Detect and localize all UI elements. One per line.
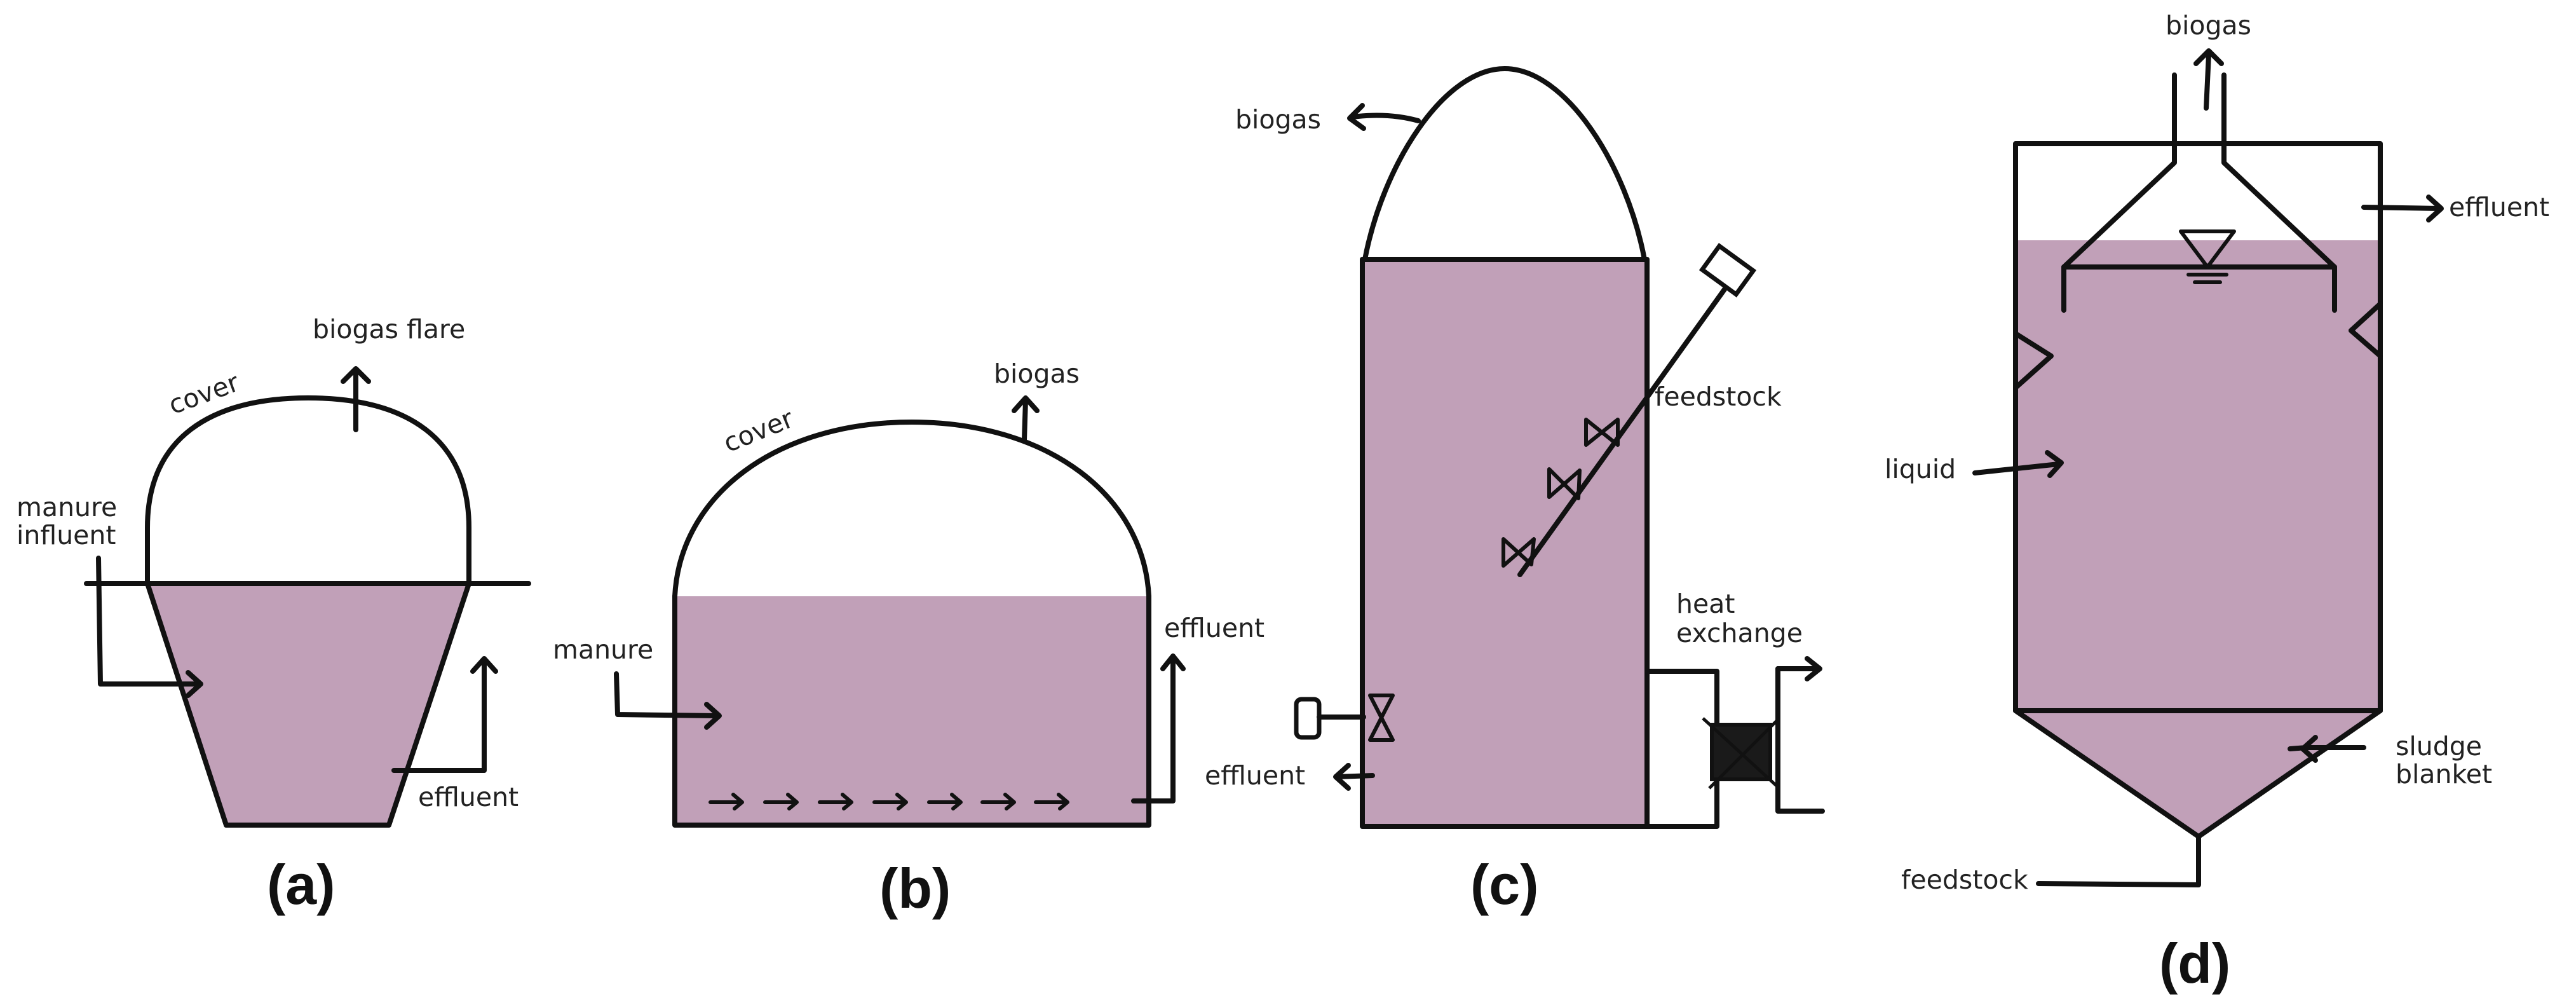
panel-b-cover xyxy=(672,420,1151,599)
panel-b-effluent-arrow xyxy=(1131,656,1176,803)
panel-c-heat-pipe-out xyxy=(1775,666,1825,814)
panel-c-heat-exchanger-hatch xyxy=(1702,717,1780,790)
panel-d: biogas effluent liquid sludge blanket fe… xyxy=(1885,10,2549,995)
panel-d-vessel xyxy=(2013,141,2383,839)
panel-a-biogas-flare-label: biogas flare xyxy=(313,314,465,345)
panel-c-heat-label: heat xyxy=(1676,589,1735,619)
panel-b-manure-arrow xyxy=(614,671,719,718)
panel-a-manure-label: manure xyxy=(17,492,117,523)
flow-arrow xyxy=(872,793,908,810)
panel-a-manure-arrow xyxy=(96,556,201,687)
panel-b-flow-arrows xyxy=(708,793,1069,810)
panel-b-manure-arrowhead xyxy=(704,702,722,730)
panel-d-liquid-arrow xyxy=(1972,461,2061,475)
panel-b-effluent-arrowhead xyxy=(1160,653,1186,671)
flow-arrow xyxy=(927,793,963,810)
panel-b-biogas-arrowhead xyxy=(1012,395,1040,413)
panel-a-label: (a) xyxy=(267,853,336,916)
panel-b-tank xyxy=(672,594,1151,828)
panel-c-effluent-arrowhead xyxy=(1333,763,1351,791)
panel-d-effluent-label: effluent xyxy=(2449,192,2549,222)
panel-d-effluent-arrowhead xyxy=(2426,195,2444,222)
flow-arrow xyxy=(1034,793,1069,810)
panel-c-tank xyxy=(1360,257,1650,829)
panel-c-exchange-label: exchange xyxy=(1676,618,1803,648)
panel-a: biogas flare cover manure influent efflu… xyxy=(17,314,531,916)
panel-c-pump xyxy=(1294,697,1322,740)
panel-b-biogas-arrow xyxy=(1022,398,1028,442)
panel-b-manure-label: manure xyxy=(553,634,653,665)
panel-d-label: (d) xyxy=(2159,932,2230,995)
flow-arrow xyxy=(708,793,744,810)
panel-d-biogas-arrowhead xyxy=(2193,48,2224,66)
panel-d-level-symbol xyxy=(2179,229,2236,269)
impeller xyxy=(1547,467,1582,500)
flow-arrow xyxy=(980,793,1016,810)
panel-b-liquid xyxy=(675,596,1149,825)
panel-c-biogas-arrow xyxy=(1350,113,1421,123)
panel-a-liquid xyxy=(147,584,469,825)
panel-b-cover-label: cover xyxy=(719,403,798,458)
panel-c-valve xyxy=(1368,694,1395,742)
flow-arrow xyxy=(818,793,853,810)
flow-arrow xyxy=(763,793,799,810)
impeller xyxy=(1502,537,1536,568)
impeller xyxy=(1584,418,1620,447)
panel-a-influent-label: influent xyxy=(17,520,116,550)
panel-c: biogas feedstock heat exchange effluent … xyxy=(1205,66,1825,916)
panel-a-tank-walls xyxy=(145,581,471,828)
panel-b-label: (b) xyxy=(879,857,951,920)
panel-d-liquid-arrowhead xyxy=(2045,450,2064,478)
panel-d-liquid-label: liquid xyxy=(1885,454,1956,484)
panel-d-sludge-label: sludge xyxy=(2396,731,2482,762)
panel-d-level-lines xyxy=(2186,273,2228,284)
panel-d-feedstock-pipe xyxy=(2036,834,2201,887)
panel-d-deflector-left xyxy=(2013,332,2054,390)
panel-c-agitator-motor xyxy=(1698,243,1757,297)
panel-c-biogas-arrowhead xyxy=(1347,103,1366,131)
panel-d-sludge-arrowhead xyxy=(2300,735,2318,763)
panel-c-agitator-shaft xyxy=(1517,280,1732,577)
panel-b-effluent-label: effluent xyxy=(1164,613,1264,643)
panel-c-impellers xyxy=(1502,418,1620,568)
panel-d-feedstock-label: feedstock xyxy=(1901,865,2028,895)
panel-c-effluent-arrow xyxy=(1334,773,1375,779)
panel-d-effluent-arrow xyxy=(2361,205,2441,211)
panel-a-cover xyxy=(145,395,471,586)
panel-c-label: (c) xyxy=(1470,853,1539,916)
panel-c-biogas-label: biogas xyxy=(1235,104,1321,135)
panel-d-gas-hood xyxy=(2061,72,2337,270)
panel-d-biogas-arrow xyxy=(2204,52,2211,111)
panel-d-blanket-label: blanket xyxy=(2396,759,2492,790)
panel-a-manure-arrowhead xyxy=(186,670,203,698)
panel-a-biogas-arrowhead xyxy=(341,366,371,384)
panel-a-effluent-arrowhead xyxy=(470,656,498,674)
panel-c-heat-pipe-in xyxy=(1644,669,1719,829)
panel-a-effluent-label: effluent xyxy=(418,782,519,812)
panel-d-deflector-right xyxy=(2349,301,2383,359)
panel-d-biogas-label: biogas xyxy=(2166,10,2251,41)
panel-c-effluent-label: effluent xyxy=(1205,760,1305,791)
panel-c-dome xyxy=(1362,66,1647,262)
panel-a-effluent-arrow xyxy=(391,659,487,773)
panel-c-feedstock-label: feedstock xyxy=(1655,381,1782,412)
panel-d-liquid xyxy=(2016,240,2380,837)
panel-b: cover biogas manure effluent (b) xyxy=(553,359,1264,920)
panel-b-biogas-label: biogas xyxy=(994,359,1080,389)
panel-a-cover-label: cover xyxy=(165,367,243,420)
